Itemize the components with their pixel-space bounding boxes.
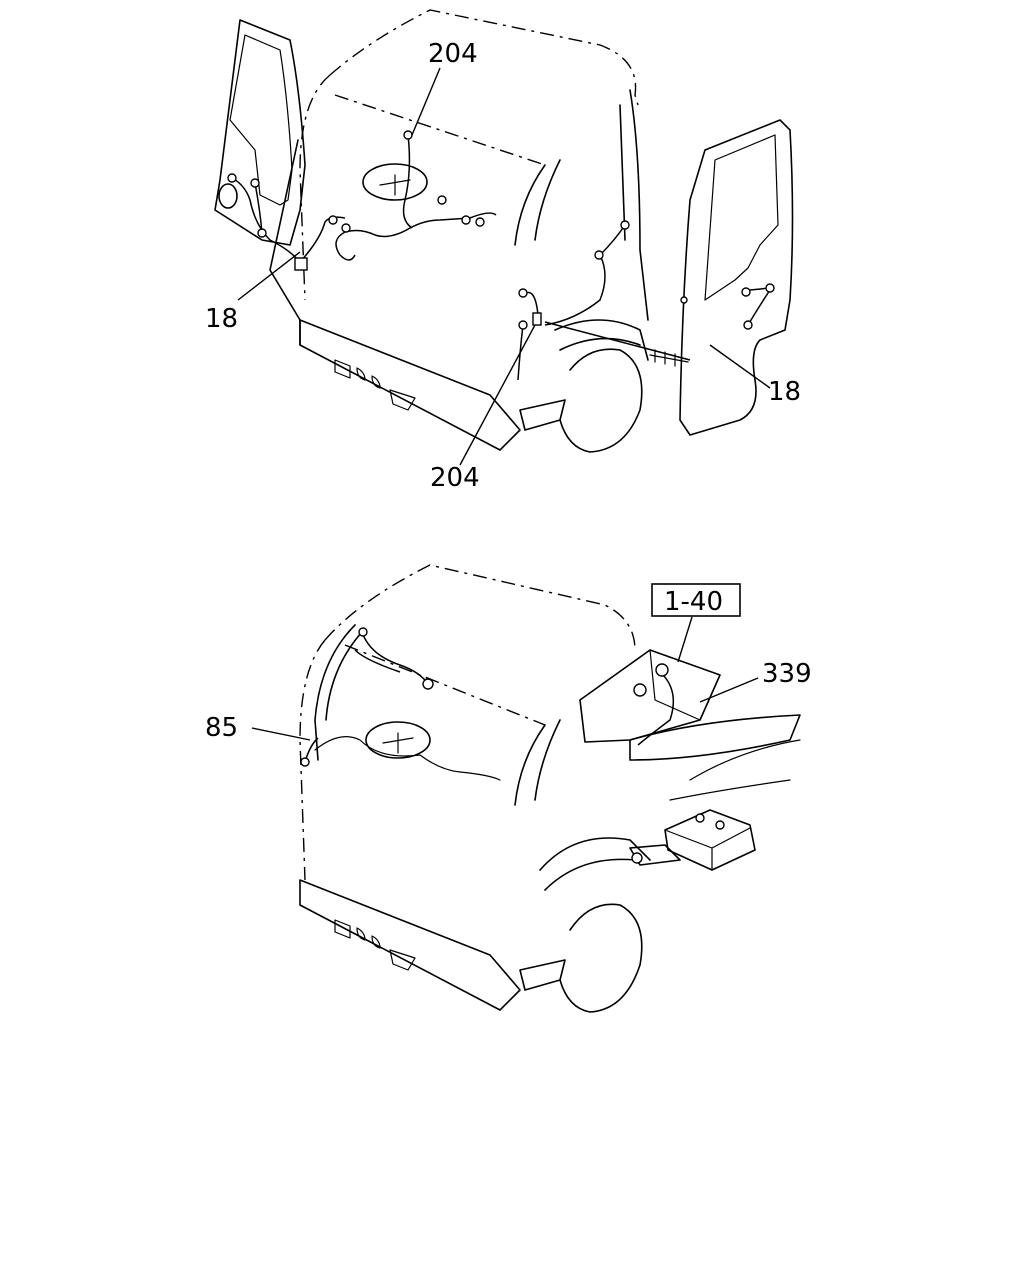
callout-18-right: 18	[768, 377, 801, 407]
callout-85: 85	[205, 713, 238, 743]
callout-204-lower: 204	[430, 463, 480, 493]
top-callouts: 204 18 18 204	[205, 39, 801, 493]
reference-box	[651, 583, 741, 617]
bottom-cab-illustration	[251, 564, 801, 1013]
reference-box-label: 1-40	[664, 587, 723, 617]
callout-204-upper: 204	[428, 39, 478, 69]
callout-339: 339	[762, 659, 812, 689]
callout-18-left: 18	[205, 304, 238, 334]
bottom-callouts: 1-40 339 85	[205, 587, 812, 743]
top-cab-illustration	[214, 9, 794, 466]
